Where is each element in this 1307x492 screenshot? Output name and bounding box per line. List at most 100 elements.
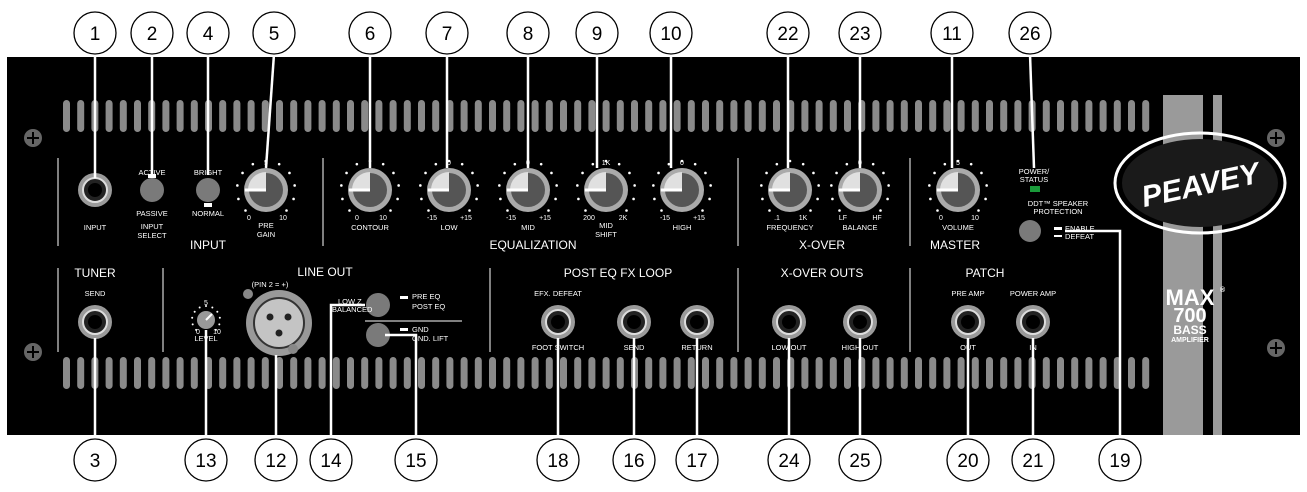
scale-dot	[835, 172, 838, 175]
vent-slot	[688, 100, 695, 132]
vent-slot	[929, 357, 936, 389]
vent-slot	[801, 100, 808, 132]
vent-slot	[1128, 357, 1135, 389]
switch-indicator	[1054, 227, 1062, 230]
scale-dot	[345, 172, 348, 175]
label-normal: NORMAL	[192, 209, 224, 218]
vent-slot	[120, 100, 127, 132]
callout-24: 24	[768, 439, 810, 481]
low-out-jack[interactable]	[772, 305, 806, 339]
callout-15: 15	[395, 439, 437, 481]
vent-slot	[887, 357, 894, 389]
vent-slot	[1085, 357, 1092, 389]
callout-13: 13	[185, 439, 227, 481]
scale-dot	[471, 172, 474, 175]
scale-dot	[709, 184, 712, 187]
input-select-switch[interactable]	[140, 178, 164, 202]
scale-dot	[625, 209, 628, 212]
callout-number: 25	[849, 451, 870, 472]
bright-switch[interactable]	[196, 178, 220, 202]
scale-dot	[830, 184, 833, 187]
callout-18: 18	[537, 439, 579, 481]
vent-slot	[560, 357, 567, 389]
vent-slot	[617, 357, 624, 389]
vent-slot	[262, 357, 269, 389]
callout-number: 6	[365, 24, 376, 45]
scale-dot	[293, 184, 296, 187]
vent-slot	[361, 357, 368, 389]
scale-dot	[292, 198, 295, 201]
vent-slot	[546, 100, 553, 132]
callout-number: 26	[1019, 24, 1040, 45]
scale-dot	[498, 184, 501, 187]
scale-dot	[244, 209, 247, 212]
fx-send-jack[interactable]	[617, 305, 651, 339]
vent-slot	[1142, 100, 1149, 132]
ddt-switch[interactable]	[1019, 220, 1041, 242]
callout-number: 13	[195, 451, 216, 472]
scale-dot	[252, 163, 255, 166]
scale-dot	[701, 209, 704, 212]
scale-max: 2K	[619, 215, 628, 222]
callout-number: 10	[660, 24, 681, 45]
tuner-send-jack[interactable]	[78, 305, 112, 339]
label-frequency: FREQUENCY	[766, 223, 813, 232]
scale-min: 0	[247, 215, 251, 222]
vent-slot	[915, 357, 922, 389]
label-shift: SHIFT	[595, 230, 617, 239]
scale-dot	[540, 163, 543, 166]
vent-slot	[574, 100, 581, 132]
callout-number: 19	[1109, 451, 1130, 472]
callout-number: 20	[957, 451, 978, 472]
pre-amp-out-jack[interactable]	[951, 305, 985, 339]
vent-slot	[631, 100, 638, 132]
power-amp-in-jack[interactable]	[1016, 305, 1050, 339]
high-out-jack[interactable]	[843, 305, 877, 339]
label-ddt-2: PROTECTION	[1033, 207, 1082, 216]
vent-slot	[773, 100, 780, 132]
scale-dot	[278, 163, 281, 166]
scale-dot	[653, 198, 656, 201]
vent-slot	[716, 100, 723, 132]
vent-slot	[773, 357, 780, 389]
label-passive: PASSIVE	[136, 209, 168, 218]
callout-20: 20	[947, 439, 989, 481]
model-amplifier: AMPLIFIER	[1171, 337, 1209, 344]
fx-return-jack[interactable]	[680, 305, 714, 339]
scale-dot	[506, 209, 509, 212]
scale-dot	[581, 172, 584, 175]
scale-dot	[216, 311, 218, 313]
callout-number: 17	[686, 451, 707, 472]
scale-dot	[977, 209, 980, 212]
vent-slot	[418, 100, 425, 132]
section-input: INPUT	[190, 238, 227, 252]
switch-indicator	[1054, 235, 1062, 237]
scale-min: 200	[583, 215, 595, 222]
scale-dot	[219, 317, 221, 319]
vent-slot	[759, 357, 766, 389]
vent-slot	[702, 100, 709, 132]
callout-26: 26	[1009, 12, 1051, 54]
vent-slot	[432, 100, 439, 132]
vent-slot	[674, 100, 681, 132]
scale-dot	[236, 184, 239, 187]
callout-number: 3	[90, 451, 101, 472]
foot-switch-jack[interactable]	[541, 305, 575, 339]
input-jack[interactable]	[78, 173, 112, 207]
vent-slot	[517, 100, 524, 132]
callout-number: 1	[90, 24, 101, 45]
vent-slot	[304, 357, 311, 389]
scale-max: +15	[693, 215, 705, 222]
vent-slot	[716, 357, 723, 389]
vent-slot	[659, 357, 666, 389]
scale-dot	[933, 172, 936, 175]
label-post-eq: POST EQ	[412, 302, 445, 311]
scale-dot	[555, 184, 558, 187]
scale-dot	[882, 172, 885, 175]
scale-dot	[872, 163, 875, 166]
rack-screw	[1267, 129, 1285, 147]
vent-slot	[645, 100, 652, 132]
label-pre: PRE	[258, 221, 273, 230]
section-xover: X-OVER	[799, 238, 845, 252]
